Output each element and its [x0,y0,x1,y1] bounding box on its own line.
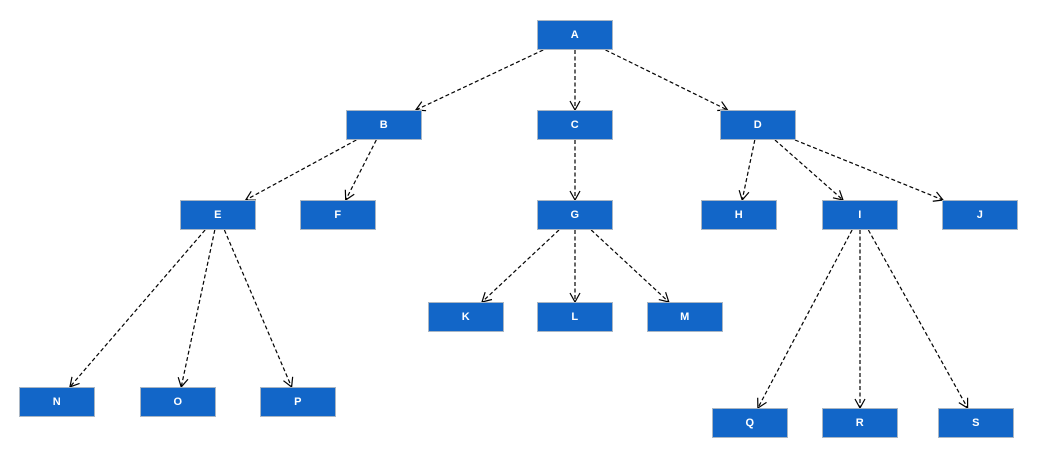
node-label: R [855,416,865,429]
node-label: S [972,416,980,429]
node-label: O [173,395,183,408]
edge-E-P [223,229,294,389]
edge-B-E [244,139,357,201]
node-E[interactable]: E [180,200,256,230]
node-S[interactable]: S [938,408,1014,438]
node-L[interactable]: L [537,302,613,332]
edge-D-I [774,139,844,201]
edge-D-J [794,139,945,202]
node-label: P [294,395,302,408]
node-label: B [379,118,389,131]
node-J[interactable]: J [942,200,1018,230]
node-label: C [570,118,580,131]
node-label: F [334,208,342,221]
edge-I-S [867,229,969,410]
node-label: A [570,28,580,41]
node-label: E [214,208,222,221]
node-C[interactable]: C [537,110,613,140]
edge-E-O [177,229,216,389]
edge-D-H [738,139,756,202]
node-label: J [976,208,984,221]
edge-A-B [414,49,544,112]
node-M[interactable]: M [647,302,723,332]
node-label: D [753,118,763,131]
node-label: M [680,310,690,323]
edge-A-D [605,49,729,112]
edge-B-F [344,139,377,202]
node-P[interactable]: P [260,387,336,417]
edge-I-Q [757,229,853,410]
edge-E-N [69,229,206,388]
node-label: Q [745,416,755,429]
node-label: L [571,310,579,323]
node-I[interactable]: I [822,200,898,230]
node-R[interactable]: R [822,408,898,438]
edge-G-K [481,229,560,303]
node-G[interactable]: G [537,200,613,230]
node-A[interactable]: A [537,20,613,50]
node-label: N [52,395,62,408]
node-B[interactable]: B [346,110,422,140]
node-label: K [461,310,471,323]
node-Q[interactable]: Q [712,408,788,438]
node-label: H [734,208,744,221]
node-D[interactable]: D [720,110,796,140]
node-H[interactable]: H [701,200,777,230]
edge-G-M [590,229,670,303]
node-K[interactable]: K [428,302,504,332]
node-N[interactable]: N [19,387,95,417]
node-O[interactable]: O [140,387,216,417]
node-label: I [858,208,862,221]
node-label: G [570,208,580,221]
node-F[interactable]: F [300,200,376,230]
